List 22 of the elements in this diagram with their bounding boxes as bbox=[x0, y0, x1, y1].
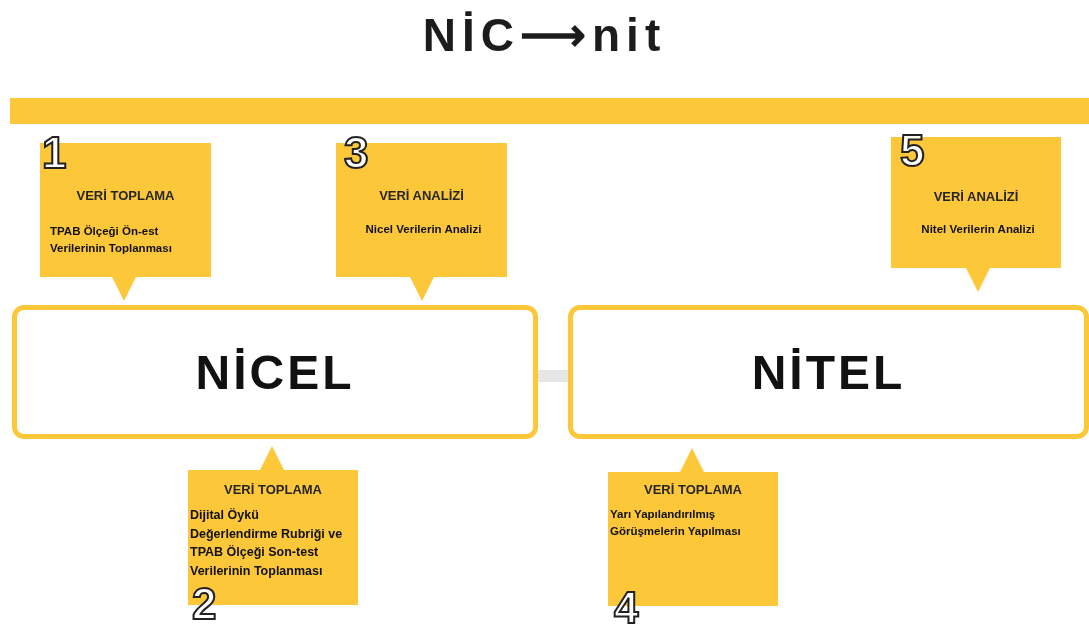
connector-bar bbox=[538, 370, 568, 382]
step-number: 2 bbox=[192, 584, 217, 624]
step-description: Dijital Öykü Değerlendirme Rubriği ve TPAB Ölçeği Son-test Verilerinin Toplanması bbox=[190, 507, 344, 580]
category-box bbox=[12, 305, 538, 439]
step-description: Nitel Verilerin Analizi bbox=[920, 222, 1036, 237]
top-band bbox=[10, 98, 1089, 124]
step-heading: VERİ TOPLAMA bbox=[643, 482, 743, 497]
category-label: NİTEL bbox=[751, 344, 906, 400]
step-number: 3 bbox=[344, 133, 369, 173]
title: NİC⟶nit bbox=[421, 8, 668, 62]
step-heading: VERİ TOPLAMA bbox=[223, 482, 323, 497]
step-number: 1 bbox=[42, 133, 67, 173]
step-heading: VERİ ANALİZİ bbox=[378, 188, 465, 203]
step-number: 5 bbox=[900, 131, 925, 171]
category-label: NİCEL bbox=[195, 344, 355, 400]
step-description: Yarı Yapılandırılmış Görüşmelerin Yapılması bbox=[610, 507, 742, 539]
step-heading: VERİ ANALİZİ bbox=[932, 189, 1020, 204]
category-box bbox=[568, 305, 1089, 439]
callout-box bbox=[891, 137, 1061, 292]
step-heading: VERİ TOPLAMA bbox=[75, 188, 176, 203]
step-description: TPAB Ölçeği Ön-est Verilerinin Toplanması bbox=[50, 224, 173, 256]
step-description: Nicel Verilerin Analizi bbox=[364, 222, 483, 237]
